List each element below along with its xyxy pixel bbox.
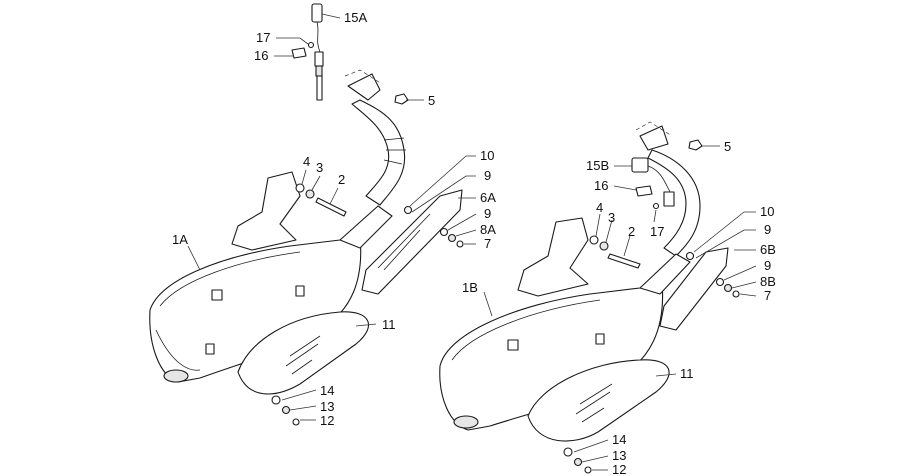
grommet-14-right bbox=[563, 447, 573, 457]
right-assembly bbox=[439, 121, 757, 474]
muffler-1a bbox=[149, 205, 393, 383]
oxygen-sensor-15b bbox=[631, 157, 675, 207]
callout-4-left: 4 bbox=[303, 154, 310, 169]
callout-7-left: 7 bbox=[484, 236, 491, 251]
callout-12-left: 12 bbox=[320, 413, 334, 428]
hanger-bracket-left bbox=[231, 171, 301, 251]
spacer-8b bbox=[723, 283, 733, 293]
callout-2-right: 2 bbox=[628, 224, 635, 239]
screw-17-right bbox=[652, 202, 660, 210]
muffler-cover-11-left bbox=[237, 311, 369, 395]
callout-11-right: 11 bbox=[680, 366, 694, 381]
callout-16-left: 16 bbox=[254, 48, 268, 63]
callouts-left: 15A 17 16 5 10 9 4 3 2 6A 9 8A 7 1A 11 1… bbox=[172, 10, 496, 428]
grommet-14-left bbox=[271, 395, 281, 405]
washer-4-right bbox=[589, 235, 599, 245]
heat-shield-6a bbox=[361, 189, 463, 295]
spacer-8a bbox=[447, 233, 457, 243]
callout-9-right-b: 9 bbox=[764, 258, 771, 273]
bolt-2-right bbox=[607, 253, 641, 269]
washer-4-left bbox=[295, 183, 305, 193]
callout-10-left: 10 bbox=[480, 148, 494, 163]
header-pipe-right bbox=[635, 121, 701, 257]
callout-2-left: 2 bbox=[338, 172, 345, 187]
washer-9-right-a bbox=[685, 251, 695, 261]
callout-17-left: 17 bbox=[256, 30, 270, 45]
screw-12-left bbox=[292, 418, 300, 426]
callout-14-right: 14 bbox=[612, 432, 626, 447]
left-assembly bbox=[149, 3, 477, 426]
callout-6a: 6A bbox=[480, 190, 496, 205]
callout-1b: 1B bbox=[462, 280, 478, 295]
clamp-3-right bbox=[599, 241, 609, 251]
callout-4-right: 4 bbox=[596, 200, 603, 215]
screw-12-right bbox=[584, 466, 592, 474]
callout-16-right: 16 bbox=[594, 178, 608, 193]
washer-9-left-b bbox=[439, 227, 449, 237]
callout-7-right: 7 bbox=[764, 288, 771, 303]
bracket-16-right bbox=[635, 185, 653, 197]
callout-8a: 8A bbox=[480, 222, 496, 237]
callouts-right: 5 15B 16 17 4 3 2 10 9 6B 9 8B 7 1B 11 1… bbox=[462, 139, 776, 476]
callout-12-right: 12 bbox=[612, 462, 626, 476]
leader-lines-left bbox=[187, 13, 477, 421]
bracket-16-left bbox=[291, 41, 315, 59]
callout-5-left: 5 bbox=[428, 93, 435, 108]
callout-3-right: 3 bbox=[608, 210, 615, 225]
washer-9-right-b bbox=[715, 277, 725, 287]
bolt-2-left bbox=[315, 197, 347, 217]
header-pipe-left bbox=[344, 69, 406, 206]
washer-9-left-a bbox=[403, 205, 413, 215]
leader-lines-right bbox=[483, 145, 757, 471]
clamp-3-left bbox=[305, 189, 315, 199]
hanger-bracket-right bbox=[517, 217, 589, 297]
callout-8b: 8B bbox=[760, 274, 776, 289]
washer-13-left bbox=[281, 405, 291, 415]
callout-11-left: 11 bbox=[382, 317, 396, 332]
muffler-cover-11-right bbox=[527, 359, 670, 442]
callout-9-left-a: 9 bbox=[484, 168, 491, 183]
callout-6b: 6B bbox=[760, 242, 776, 257]
callout-15b: 15B bbox=[586, 158, 609, 173]
callout-13-left: 13 bbox=[320, 399, 334, 414]
callout-14-left: 14 bbox=[320, 383, 334, 398]
callout-3-left: 3 bbox=[316, 160, 323, 175]
callout-9-left-b: 9 bbox=[484, 206, 491, 221]
screw-7-left bbox=[456, 240, 464, 248]
callout-1a: 1A bbox=[172, 232, 188, 247]
callout-17-right: 17 bbox=[650, 224, 664, 239]
callout-10-right: 10 bbox=[760, 204, 774, 219]
nut-5-right bbox=[688, 139, 703, 151]
callout-13-right: 13 bbox=[612, 448, 626, 463]
callout-5-right: 5 bbox=[724, 139, 731, 154]
oxygen-sensor-15a bbox=[311, 3, 324, 101]
callout-15a: 15A bbox=[344, 10, 367, 25]
nut-5-left bbox=[394, 93, 409, 105]
heat-shield-6b bbox=[659, 247, 729, 331]
callout-9-right-a: 9 bbox=[764, 222, 771, 237]
screw-7-right bbox=[732, 290, 740, 298]
washer-13-right bbox=[573, 457, 583, 467]
